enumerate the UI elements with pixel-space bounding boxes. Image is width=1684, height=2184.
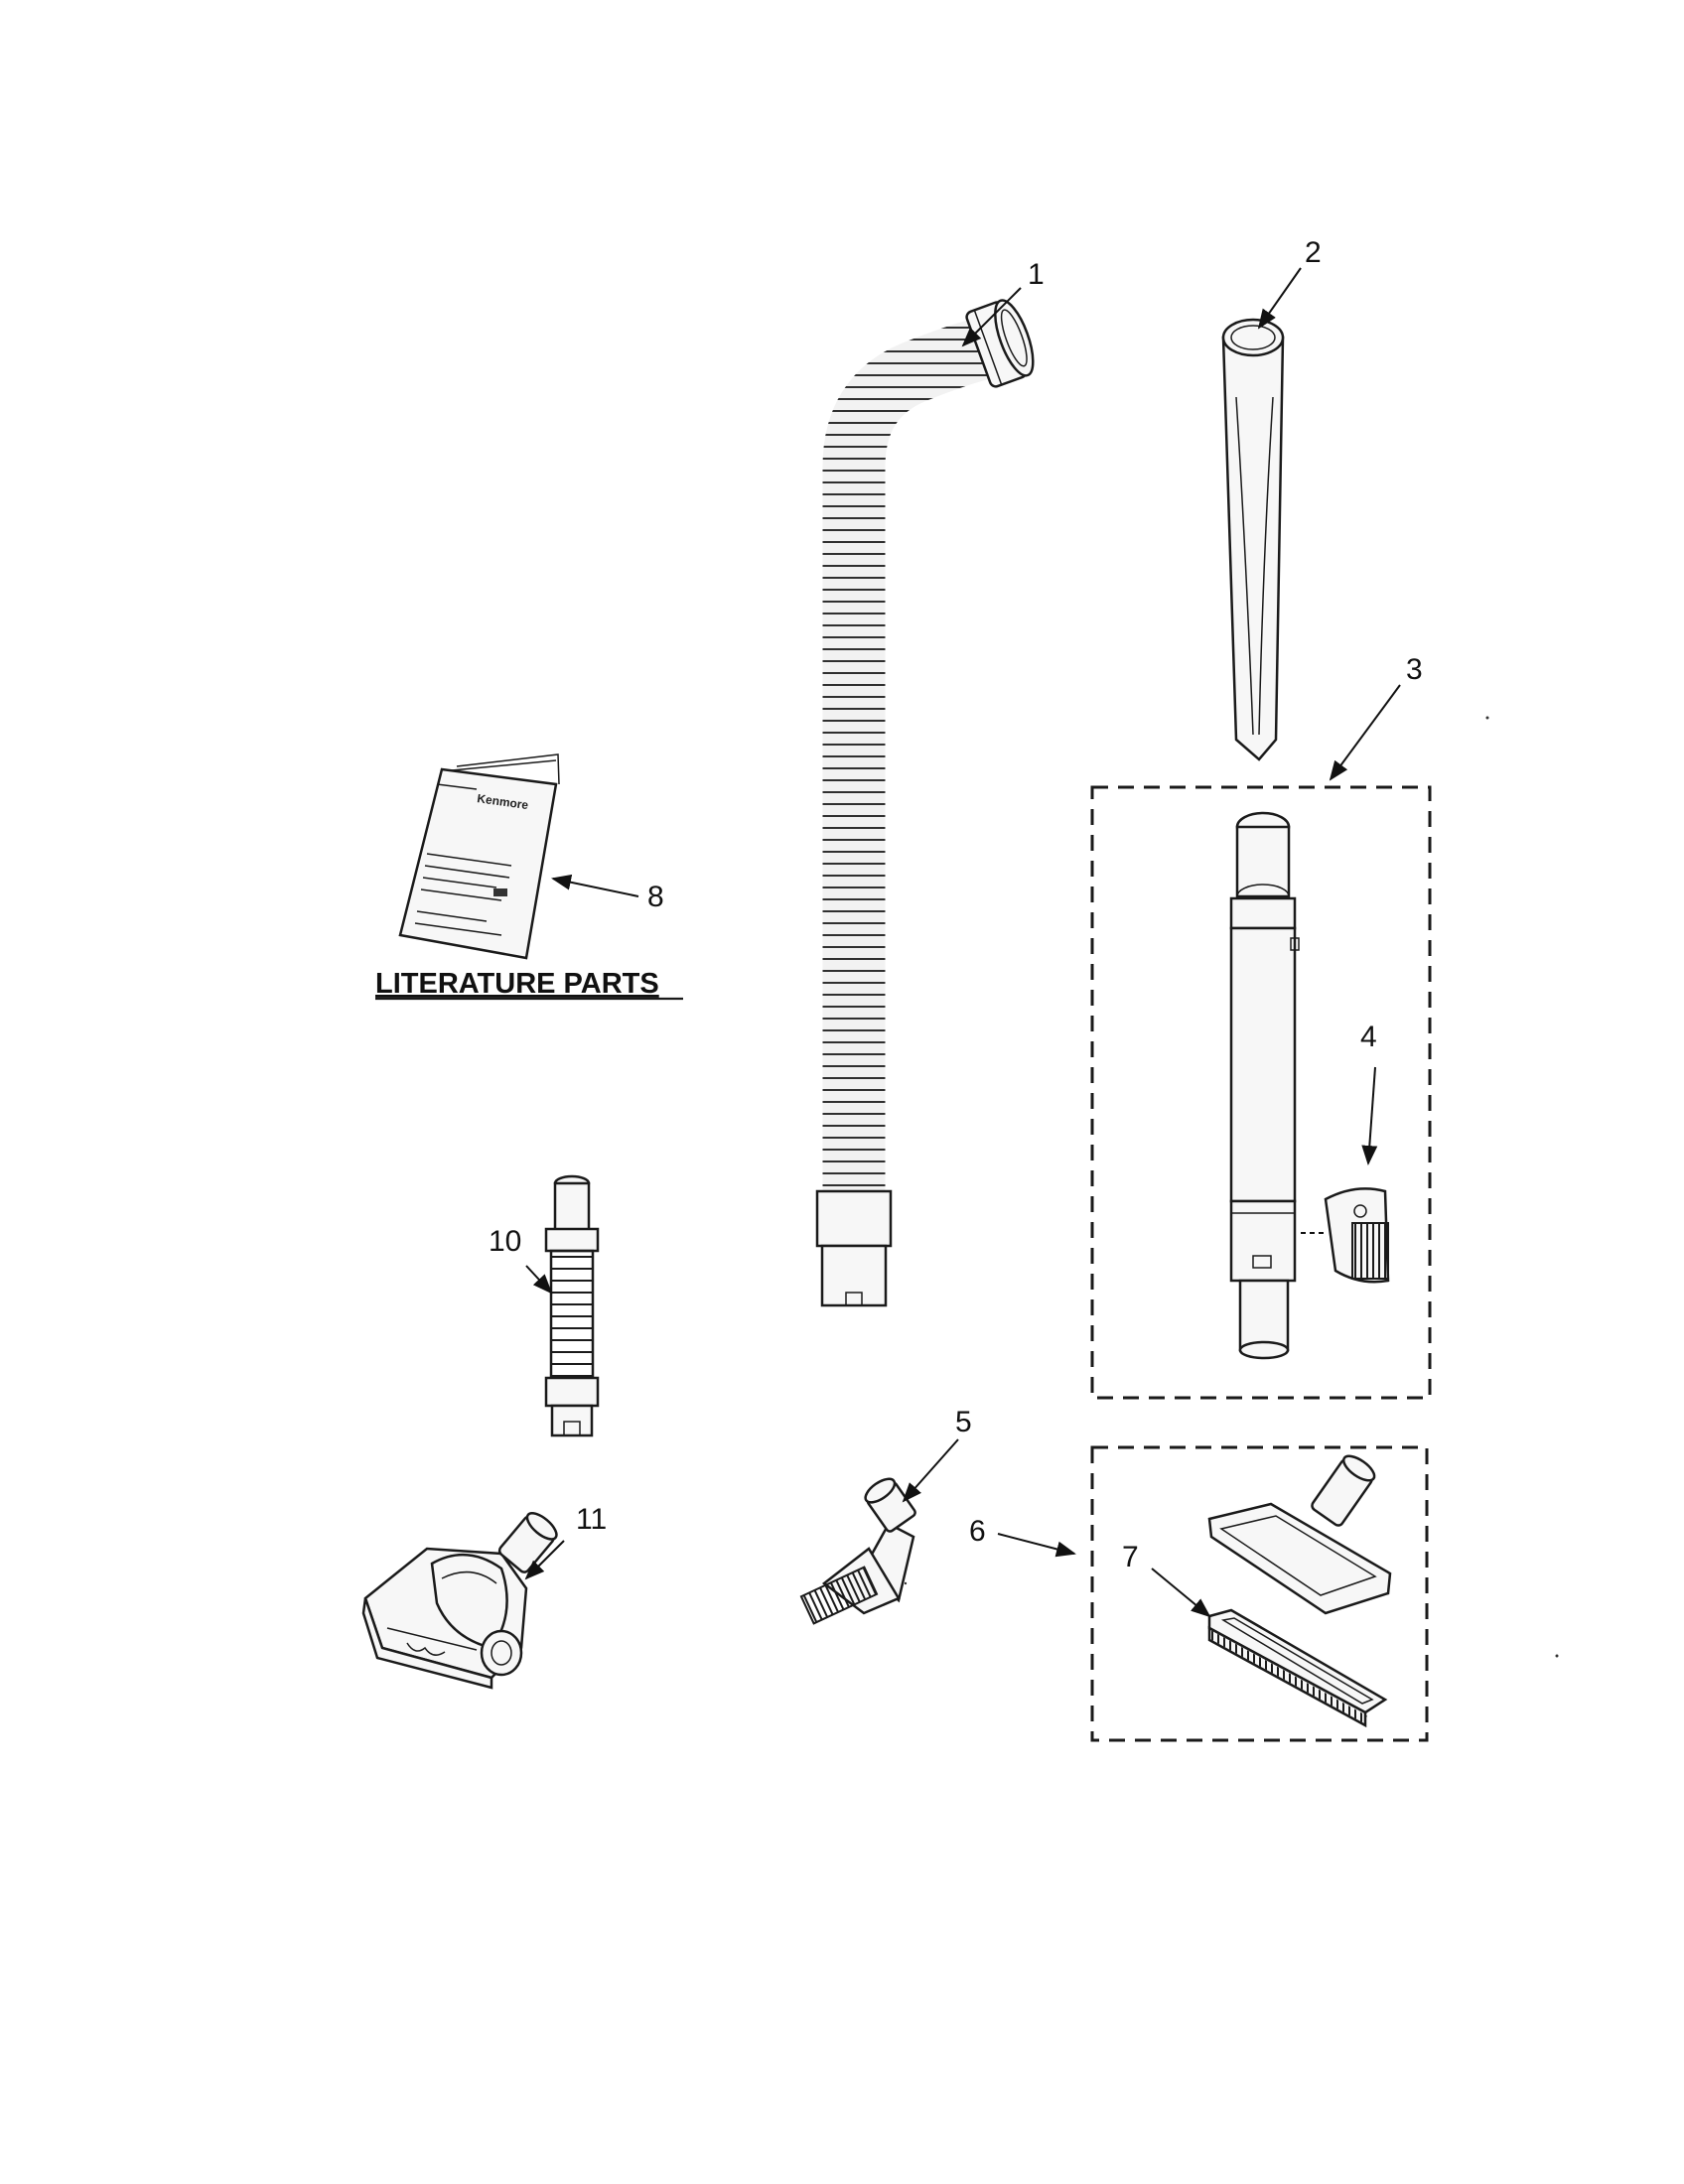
- callout-5: 5: [955, 1406, 972, 1438]
- callout-4: 4: [1360, 1021, 1377, 1053]
- scan-speck: [1485, 716, 1489, 720]
- scan-speck: [1555, 1654, 1559, 1658]
- leader-11: [524, 1540, 565, 1580]
- floor-tool-box: [1090, 1445, 1429, 1742]
- dusting-brush-part: [799, 1477, 916, 1625]
- callout-10: 10: [489, 1225, 521, 1258]
- callout-11: 11: [576, 1503, 607, 1536]
- leader-6: [997, 1533, 1076, 1558]
- literature-booklet-part: Kenmore: [398, 753, 560, 960]
- hose-part: [815, 299, 1035, 1307]
- floor-tool-part: [1207, 1454, 1392, 1615]
- leader-2: [1257, 267, 1302, 330]
- callout-1: 1: [1028, 258, 1045, 291]
- crevice-tool-part: [1221, 318, 1285, 761]
- callout-2: 2: [1305, 236, 1322, 269]
- wand-clip-part: [1301, 1187, 1390, 1284]
- wand-assembly-box: [1090, 785, 1432, 1400]
- leader-4: [1361, 1066, 1378, 1165]
- literature-parts-label: LITERATURE PARTS: [375, 968, 659, 1000]
- callout-8: 8: [647, 881, 664, 913]
- callout-6: 6: [969, 1515, 986, 1548]
- leader-1: [961, 287, 1022, 347]
- leader-5: [902, 1438, 959, 1503]
- callout-3: 3: [1406, 653, 1423, 686]
- leader-7: [1151, 1568, 1211, 1618]
- callout-7: 7: [1122, 1541, 1139, 1573]
- turbo-brush-part: [361, 1512, 558, 1690]
- scan-speck: [904, 1581, 908, 1585]
- leader-8: [551, 874, 639, 897]
- wand-part: [1229, 811, 1300, 1360]
- leader-3: [1329, 684, 1401, 781]
- brush-strip-part: [1207, 1608, 1388, 1728]
- leader-10: [525, 1265, 553, 1295]
- adapter-hose-part: [544, 1174, 600, 1437]
